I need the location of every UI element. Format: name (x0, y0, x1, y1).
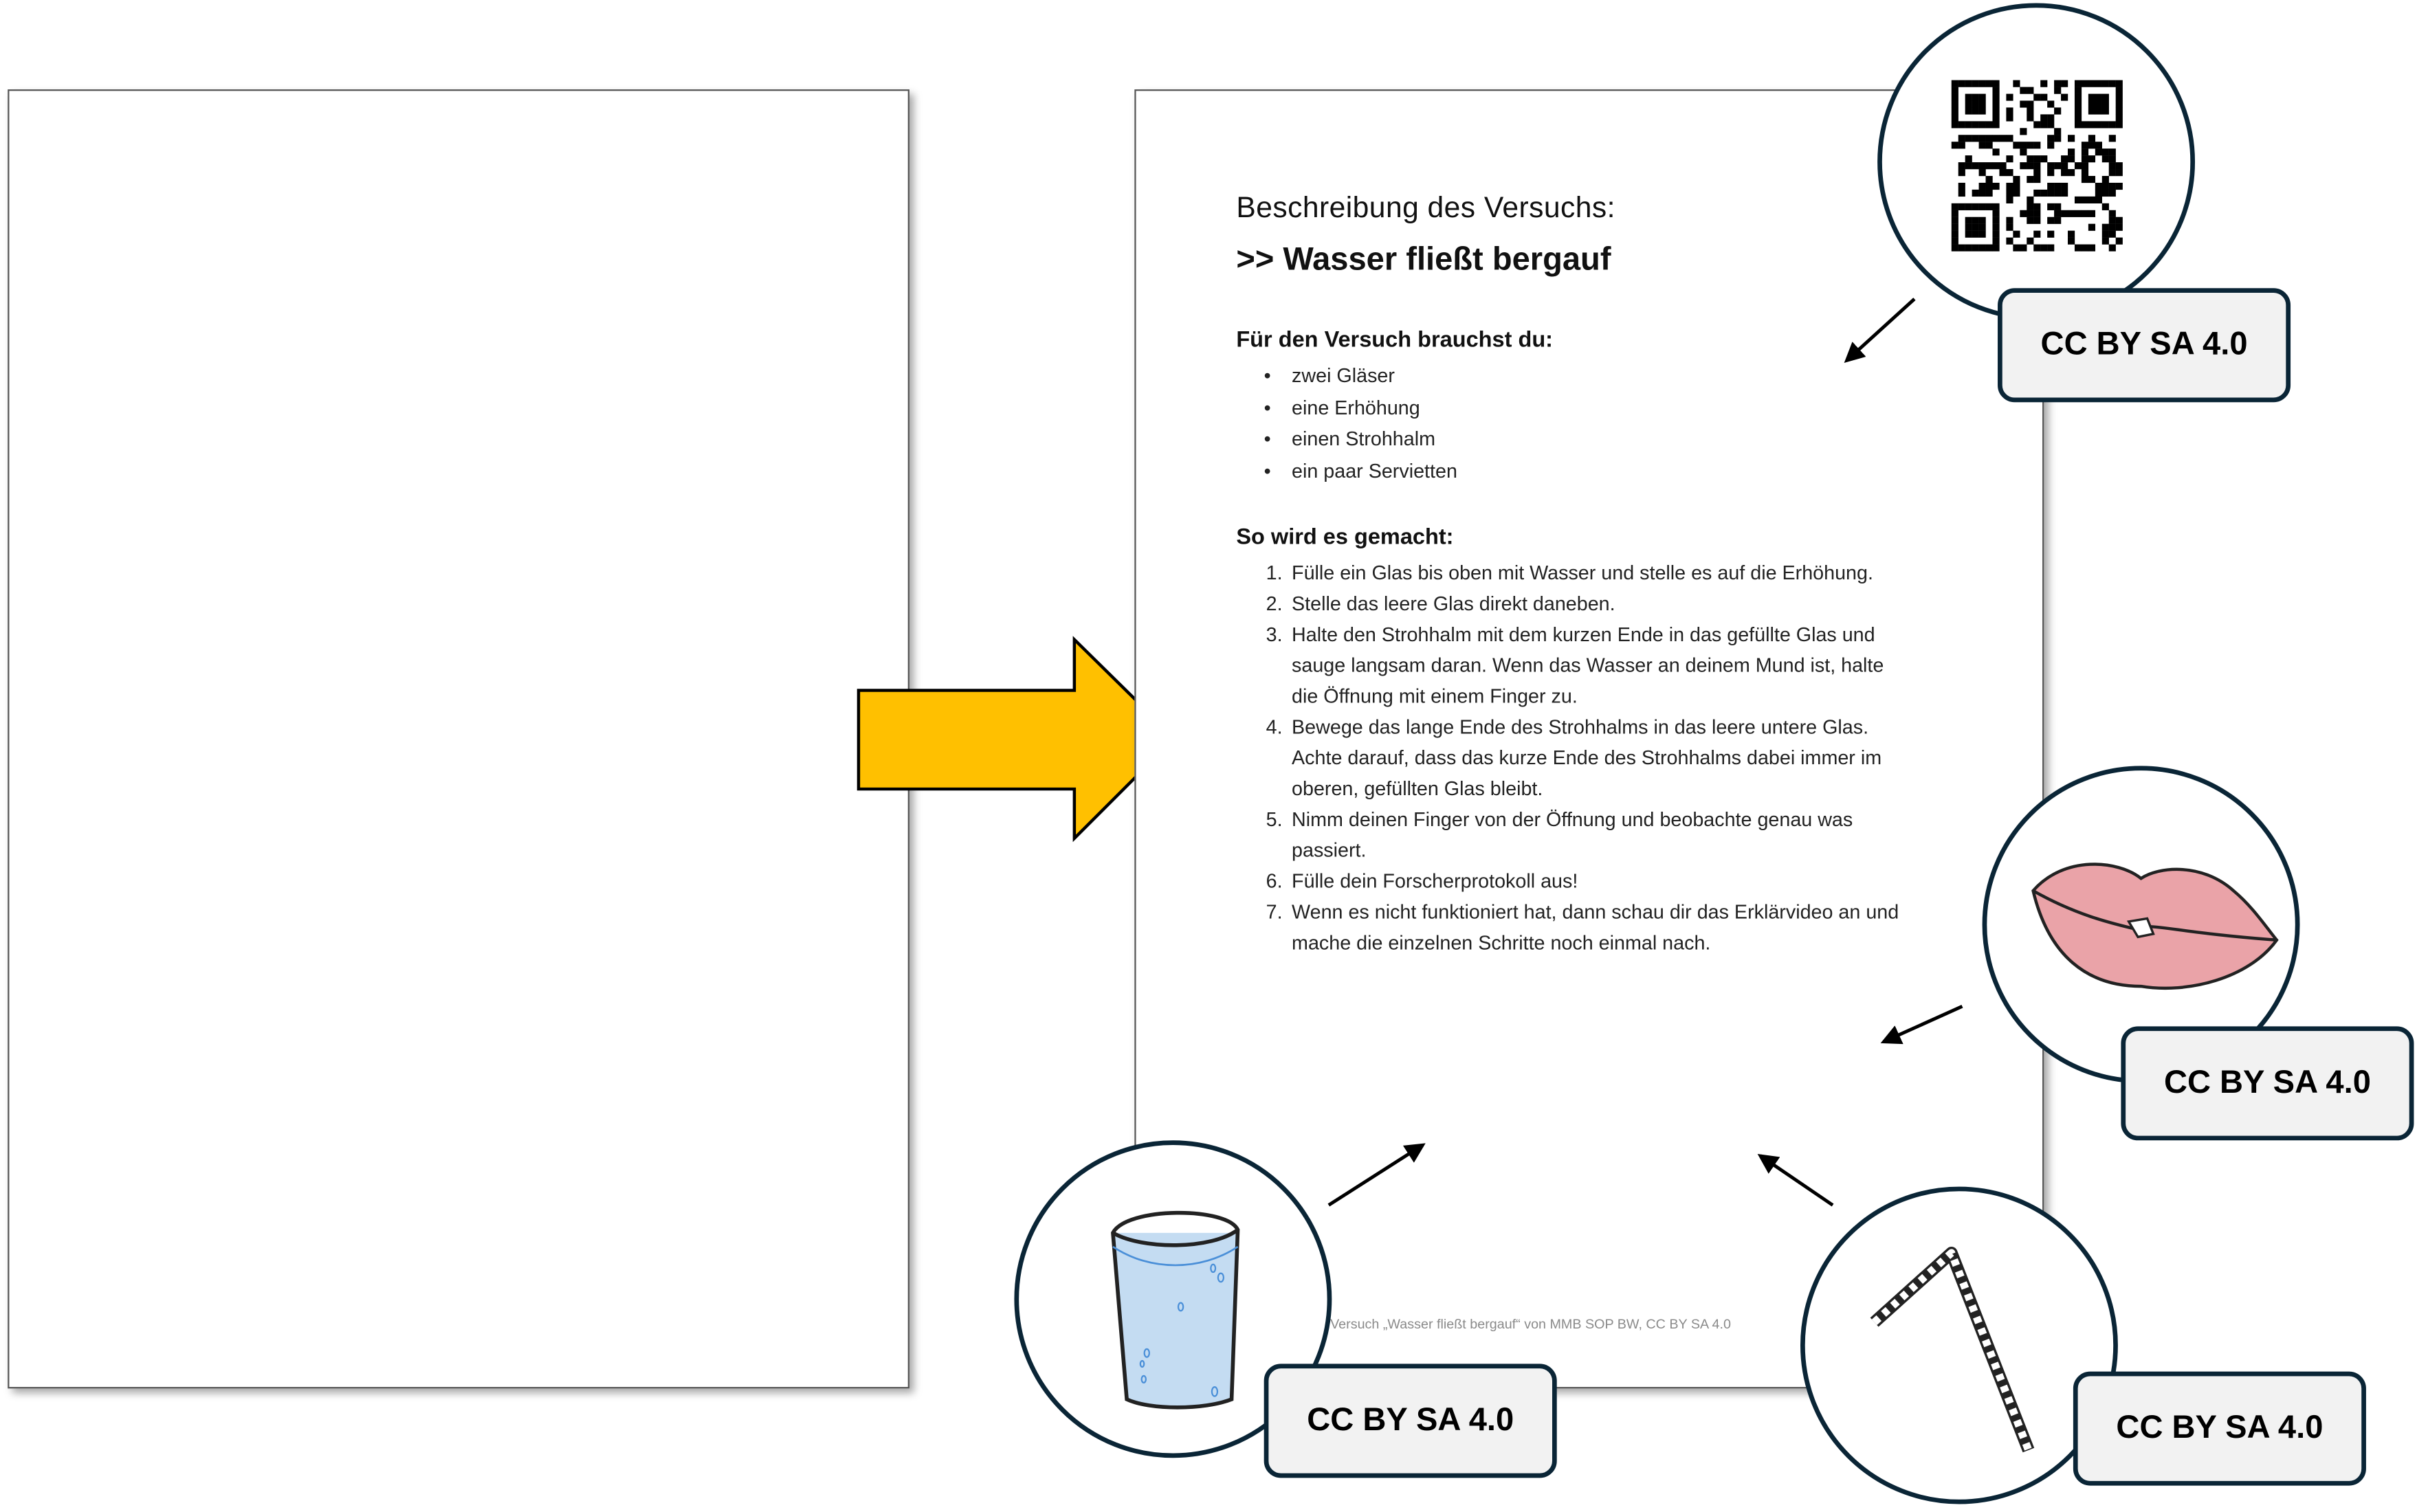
steps-heading: So wird es gemacht: (1236, 525, 1454, 551)
material-item: einen Strohhalm (1292, 427, 1436, 451)
step-text: mache die einzelnen Schritte noch einmal… (1292, 931, 1711, 954)
step-number: 6. (1266, 869, 1283, 893)
step-number: 4. (1266, 715, 1283, 739)
lips-icon (2031, 863, 2279, 990)
bullet-icon: • (1263, 427, 1271, 451)
step-number: 5. (1266, 807, 1283, 831)
license-badge-straw: CC BY SA 4.0 (2073, 1371, 2366, 1486)
qr-code-icon[interactable] (1951, 80, 2123, 252)
material-item: zwei Gläser (1292, 364, 1395, 387)
straw-icon (1870, 1247, 2035, 1453)
bullet-icon: • (1263, 459, 1271, 483)
blank-page (8, 89, 909, 1389)
bullet-icon: • (1263, 364, 1271, 387)
instruction-page (1134, 89, 2044, 1389)
straw-circle (1800, 1186, 2118, 1504)
material-item: ein paar Servietten (1292, 459, 1457, 483)
step-text: Bewege das lange Ende des Strohhalms in … (1292, 715, 1869, 739)
step-text: Fülle ein Glas bis oben mit Wasser und s… (1292, 561, 1873, 584)
step-text: passiert. (1292, 838, 1367, 862)
lips-circle (1982, 766, 2300, 1084)
step-text: Halte den Strohhalm mit dem kurzen Ende … (1292, 622, 1875, 646)
bullet-icon: • (1263, 395, 1271, 419)
qr-code-circle (1877, 3, 2196, 321)
step-text: Wenn es nicht funktioniert hat, dann sch… (1292, 900, 1899, 924)
arrow-icon (1844, 298, 1916, 364)
step-text: Fülle dein Forscherprotokoll aus! (1292, 869, 1578, 893)
step-text: Stelle das leere Glas direkt daneben. (1292, 592, 1615, 615)
materials-heading: Für den Versuch brauchst du: (1236, 328, 1554, 353)
step-number: 1. (1266, 561, 1283, 584)
license-badge-glass: CC BY SA 4.0 (1263, 1364, 1557, 1478)
document-footer: Versuch „Wasser fließt bergauf“ von MMB … (1330, 1315, 1731, 1332)
step-number: 3. (1266, 622, 1283, 646)
step-text: oberen, gefüllten Glas bleibt. (1292, 777, 1543, 800)
arrow-icon (1327, 1143, 1426, 1207)
step-text: Achte darauf, dass das kurze Ende des St… (1292, 746, 1882, 769)
document-heading: Beschreibung des Versuchs: (1236, 192, 1615, 225)
water-glass-icon (1111, 1210, 1240, 1410)
arrow-icon (1880, 1004, 1963, 1045)
document-title: >> Wasser fließt bergauf (1236, 242, 1611, 278)
arrow-icon (1757, 1153, 1834, 1207)
step-number: 2. (1266, 592, 1283, 615)
step-text: die Öffnung mit einem Finger zu. (1292, 684, 1578, 708)
material-item: eine Erhöhung (1292, 395, 1420, 419)
step-text: sauge langsam daran. Wenn das Wasser an … (1292, 653, 1884, 677)
yellow-right-arrow-icon (857, 636, 1177, 843)
step-text: Nimm deinen Finger von der Öffnung und b… (1292, 807, 1853, 831)
license-badge-lips: CC BY SA 4.0 (2121, 1026, 2414, 1141)
step-number: 7. (1266, 900, 1283, 924)
callout-arrows (1327, 298, 1963, 1207)
license-badge-qr: CC BY SA 4.0 (1998, 288, 2291, 403)
